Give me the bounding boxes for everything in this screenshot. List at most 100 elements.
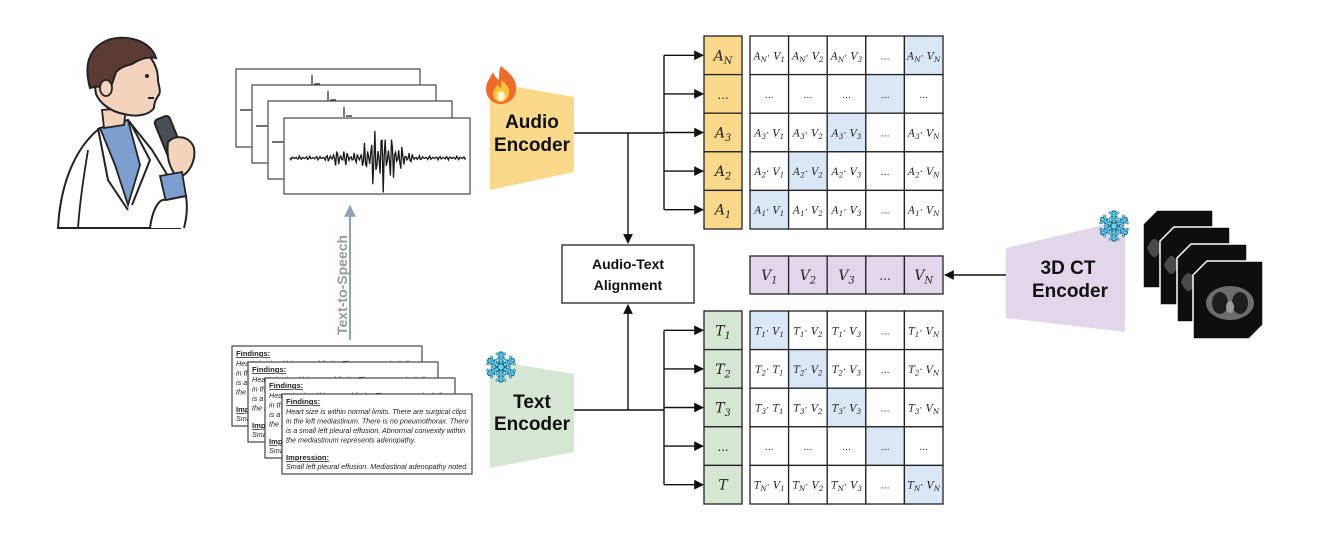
audio-sim-cell: ...: [865, 35, 906, 76]
text-similarity-matrix: T1 · V1 T1 · V2 T1 · V3 ...T1 · VN T2 · …: [749, 310, 944, 505]
text-sim-cell-label: T2 · V2: [793, 365, 823, 378]
audio-sim-cell: ...: [865, 189, 906, 230]
audio-waveform: [289, 130, 467, 193]
text-sim-cell-label: ...: [765, 442, 774, 453]
audio-sim-cell-label: ...: [881, 167, 890, 178]
text-sim-cell-label: ...: [881, 442, 890, 453]
audio-sim-cell-label: A2 · V3: [831, 167, 862, 180]
text-sim-cell: ...: [865, 310, 906, 351]
audio-sim-cell: A2 · VN: [903, 151, 944, 192]
ct-encoder-shape: [1006, 220, 1125, 332]
text-embedding-label: ...: [717, 440, 728, 454]
text-sim-cell: TN · V2: [787, 464, 828, 505]
audio-sim-cell-label: A3 · V1: [753, 129, 784, 142]
fanout-brackets: [663, 50, 704, 490]
audio-embedding-label: A2: [713, 164, 731, 183]
visual-embedding-label: V1: [761, 268, 777, 287]
audio-sim-cell: A3 · VN: [903, 112, 944, 153]
radiology-report-stack: Findings:Heart size is within normal lim…: [231, 345, 473, 475]
text-sim-cell-label: ...: [842, 442, 851, 453]
audio-encoder-label-line1: Audio: [505, 112, 559, 133]
audio-sim-cell: A3 · V2: [787, 112, 828, 153]
audio-sim-cell-matched: AN · VN: [903, 35, 944, 76]
findings-heading: Findings:: [286, 397, 320, 406]
audio-sim-cell-matched: A2 · V2: [787, 151, 828, 192]
audio-sim-cell: ...: [826, 73, 867, 114]
text-sim-cell-label: T1 · V2: [793, 326, 823, 339]
audio-sim-cell-label: AN · V2: [791, 51, 824, 64]
audio-sim-cell: AN · V1: [749, 35, 790, 76]
audio-sim-cell-matched: A3 · V3: [826, 112, 867, 153]
visual-embedding-cell: VN: [903, 255, 944, 295]
audio-sim-cell-label: ...: [803, 90, 812, 101]
text-embedding-cell: ...: [703, 426, 743, 467]
audio-sim-cell: A2 · V1: [749, 151, 790, 192]
doctor-speaking-into-recorder-icon: [56, 36, 196, 229]
text-sim-cell-label: ...: [919, 442, 928, 453]
audio-embedding-cell: A3: [703, 112, 743, 153]
audio-sim-row: ...............: [749, 73, 944, 114]
ct-encoder-label-line1: 3D CT: [1041, 258, 1096, 279]
audio-sim-cell: AN · V2: [787, 35, 828, 76]
text-sim-row: TN · V1 TN · V2 TN · V3 ...TN · VN: [749, 464, 944, 505]
audio-sim-cell: ...: [865, 151, 906, 192]
text-encoder-shape: [490, 360, 574, 468]
audio-sim-cell-label: ...: [881, 206, 890, 217]
audio-sim-cell: AN · V3: [826, 35, 867, 76]
audio-encoder[interactable]: Audio Encoder: [486, 66, 574, 190]
text-sim-cell: T2 · V3: [826, 348, 867, 389]
findings-heading: Findings:: [269, 381, 303, 390]
visual-embedding-label: ...: [879, 269, 890, 283]
audio-embedding-column: AN ...A3 A2 A1: [703, 35, 743, 230]
text-sim-cell-label: ...: [881, 404, 890, 415]
audio-sim-cell: A1 · V2: [787, 189, 828, 230]
text-encoder[interactable]: Text Encoder: [486, 352, 574, 468]
audio-sim-cell-label: A3 · V2: [792, 129, 823, 142]
text-sim-cell: T1 · V2: [787, 310, 828, 351]
audio-sim-cell-label: ...: [881, 90, 890, 101]
audio-sim-cell-label: A3 · V3: [831, 129, 862, 142]
text-sim-row: T1 · V1 T1 · V2 T1 · V3 ...T1 · VN: [749, 310, 944, 351]
ct-encoder[interactable]: 3D CT Encoder: [1006, 211, 1129, 332]
text-embedding-cell: T: [703, 464, 743, 505]
visual-embedding-label: V2: [800, 268, 816, 287]
tts-label: Text-to-Speech: [334, 235, 350, 335]
audio-sim-cell-label: A1 · VN: [907, 206, 940, 219]
alignment-box[interactable]: Audio-Text Alignment: [561, 244, 695, 304]
text-sim-cell-matched: ...: [865, 426, 906, 467]
alignment-label-line1: Audio-Text: [592, 256, 664, 272]
text-sim-cell: ...: [865, 387, 906, 428]
text-sim-cell-label: T1 · V1: [755, 326, 784, 339]
audio-embedding-cell: ...: [703, 73, 743, 114]
audio-sim-cell-label: ...: [842, 90, 851, 101]
text-sim-cell-label: ...: [803, 442, 812, 453]
text-sim-cell-matched: TN · VN: [903, 464, 944, 505]
text-sim-cell-label: TN · V3: [831, 481, 862, 494]
text-embedding-cell: T3: [703, 387, 743, 428]
visual-embedding-row: V1 V2 V3 ... VN: [749, 255, 944, 295]
text-sim-row: T2 · T1 T2 · V2 T2 · V3 ...T2 · VN: [749, 348, 944, 389]
audio-similarity-matrix: AN · V1 AN · V2 AN · V3 ...AN · VN .....…: [749, 35, 944, 230]
audio-sim-cell-label: A1 · V1: [753, 206, 784, 219]
text-sim-cell-label: T2 · V3: [832, 365, 862, 378]
text-embedding-cell: T2: [703, 348, 743, 389]
audio-sim-cell: ...: [865, 112, 906, 153]
findings-heading: Findings:: [236, 349, 270, 358]
audio-sim-cell-label: AN · VN: [906, 51, 941, 64]
text-sim-cell: TN · V3: [826, 464, 867, 505]
text-sim-cell-label: T3 · T1: [755, 404, 784, 417]
text-embedding-label: T1: [715, 323, 731, 342]
audio-sim-row: A1 · V1 A1 · V2 A1 · V3 ...A1 · VN: [749, 189, 944, 230]
text-sim-cell: T2 · VN: [903, 348, 944, 389]
audio-embedding-label: ...: [717, 88, 728, 102]
visual-embedding-cell: V2: [787, 255, 828, 295]
audio-sim-cell-label: ...: [765, 90, 774, 101]
text-encoder-label-line2: Encoder: [494, 414, 571, 435]
findings-line: is a small left pleural effusion. Abnorm…: [286, 426, 465, 435]
visual-embedding-label: V3: [838, 268, 854, 287]
audio-embedding-label: AN: [712, 48, 733, 67]
audio-sim-cell-matched: A1 · V1: [749, 189, 790, 230]
text-sim-cell-label: T2 · VN: [908, 365, 940, 378]
visual-embedding-cell: ...: [865, 255, 906, 295]
text-sim-cell-label: T1 · VN: [908, 326, 940, 339]
